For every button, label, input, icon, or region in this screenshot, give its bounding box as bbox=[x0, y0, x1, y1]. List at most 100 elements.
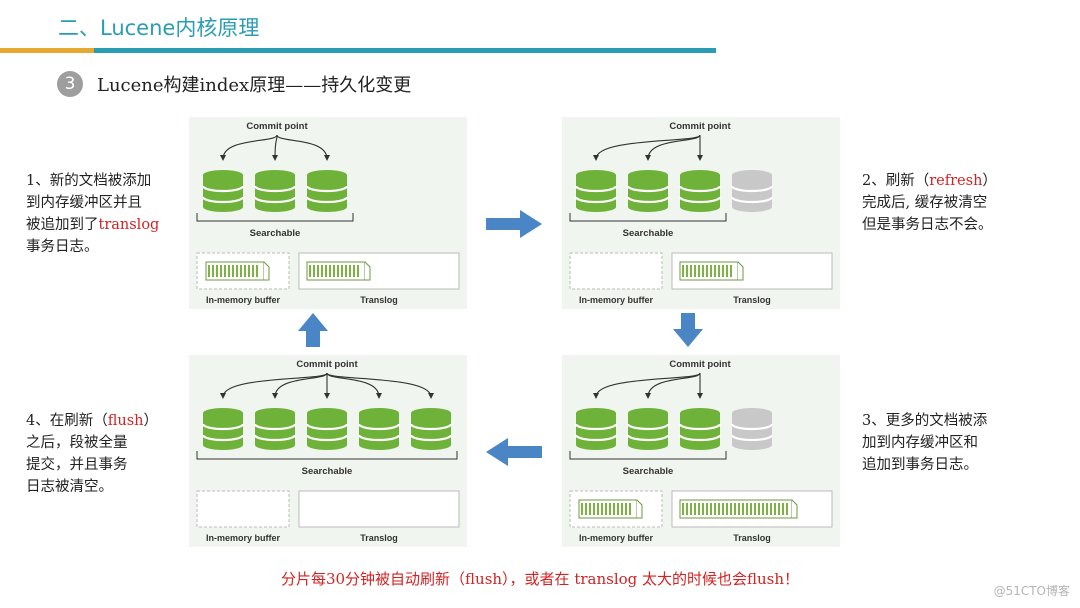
commit-arrowhead-icon bbox=[645, 155, 651, 161]
commit-arrowhead-icon bbox=[272, 393, 278, 399]
segment-searchable-icon bbox=[305, 408, 349, 450]
in-memory-buffer-label: In-memory buffer bbox=[206, 533, 281, 543]
commit-arrow bbox=[276, 134, 328, 160]
commit-arrow bbox=[647, 372, 701, 398]
commit-arrow bbox=[222, 372, 328, 398]
commit-arrow bbox=[647, 134, 701, 160]
arrow-left-icon bbox=[486, 438, 542, 466]
in-memory-buffer-box bbox=[196, 490, 290, 528]
commit-arrow bbox=[274, 134, 278, 160]
searchable-label: Searchable bbox=[302, 466, 353, 477]
step4-line1-suffix: ） bbox=[143, 413, 159, 429]
in-memory-buffer-label: In-memory buffer bbox=[206, 295, 281, 305]
segment-searchable-icon bbox=[626, 408, 670, 450]
step4-line4: 日志被清空。 bbox=[26, 479, 113, 495]
in-memory-buffer-box bbox=[569, 252, 663, 290]
searchable-bracket bbox=[196, 451, 458, 460]
header-underline-bar bbox=[94, 48, 716, 53]
step4-description: 4、在刷新（flush） 之后，段被全量 提交，并且事务 日志被清空。 bbox=[26, 410, 158, 498]
translog-box bbox=[298, 490, 460, 528]
segment-searchable-icon bbox=[357, 408, 401, 450]
step2-line2: 完成后, 缓存被清空 bbox=[862, 195, 988, 211]
translog-document-icon bbox=[679, 499, 798, 519]
step-number-badge: 3 bbox=[57, 71, 83, 97]
step4-line1-prefix: 4、在刷新（ bbox=[26, 413, 108, 429]
segment-searchable-icon bbox=[409, 408, 453, 450]
step2-line3: 但是事务日志不会。 bbox=[862, 217, 993, 233]
watermark: @51CTO博客 bbox=[993, 584, 1070, 598]
buffer-document-icon bbox=[205, 261, 270, 281]
searchable-bracket bbox=[196, 213, 354, 222]
segment-searchable-icon bbox=[626, 170, 670, 212]
step1-line2: 到内存缓冲区并且 bbox=[26, 195, 142, 211]
step1-line4: 事务日志。 bbox=[26, 239, 99, 255]
commit-arrowhead-icon bbox=[376, 393, 382, 399]
commit-point-label: Commit point bbox=[296, 359, 358, 370]
commit-point-label: Commit point bbox=[669, 121, 731, 132]
commit-arrowhead-icon bbox=[324, 393, 330, 399]
segment-searchable-icon bbox=[574, 170, 618, 212]
step3-line3: 追加到事务日志。 bbox=[862, 457, 978, 473]
translog-label: Translog bbox=[360, 533, 398, 543]
arrow-up-icon bbox=[298, 313, 328, 347]
buffer-document-icon bbox=[578, 499, 643, 519]
step3-description: 3、更多的文档被添 加到内存缓冲区和 追加到事务日志。 bbox=[862, 410, 987, 476]
commit-arrowhead-icon bbox=[593, 155, 599, 161]
step2-refresh-term: refresh bbox=[929, 173, 983, 189]
commit-arrowhead-icon bbox=[220, 155, 226, 161]
translog-label: Translog bbox=[360, 295, 398, 305]
arrow-down-icon bbox=[673, 313, 703, 347]
segment-searchable-icon bbox=[201, 170, 245, 212]
step4-line2: 之后，段被全量 bbox=[26, 435, 128, 451]
commit-point-label: Commit point bbox=[669, 359, 731, 370]
step1-line3-text: 被追加到了 bbox=[26, 217, 99, 233]
section-subtitle: Lucene构建index原理——持久化变更 bbox=[97, 75, 412, 96]
commit-arrowhead-icon bbox=[220, 393, 226, 399]
commit-arrow bbox=[274, 372, 328, 398]
commit-arrowhead-icon bbox=[428, 393, 434, 399]
translog-document-icon bbox=[306, 261, 371, 281]
commit-arrow bbox=[222, 134, 278, 160]
step2-line1: 2、刷新（refresh） bbox=[862, 170, 997, 192]
segment-pending-icon bbox=[730, 408, 774, 450]
translog-label: Translog bbox=[733, 295, 771, 305]
step2-line1-prefix: 2、刷新（ bbox=[862, 173, 930, 189]
slide-title: 二、Lucene内核原理 bbox=[58, 16, 260, 40]
segment-searchable-icon bbox=[201, 408, 245, 450]
header-accent-bar bbox=[0, 48, 94, 53]
step4-line3: 提交，并且事务 bbox=[26, 457, 128, 473]
commit-point-label: Commit point bbox=[246, 121, 308, 132]
searchable-label: Searchable bbox=[250, 228, 301, 239]
step2-description: 2、刷新（refresh） 完成后, 缓存被清空 但是事务日志不会。 bbox=[862, 170, 997, 236]
arrow-right-icon bbox=[486, 210, 542, 238]
footer-note: 分片每30分钟被自动刷新（flush），或者在 translog 太大的时候也会… bbox=[280, 570, 800, 588]
searchable-bracket bbox=[569, 213, 727, 222]
in-memory-buffer-label: In-memory buffer bbox=[579, 295, 654, 305]
step3-line1: 3、更多的文档被添 bbox=[862, 413, 988, 429]
commit-arrow bbox=[326, 372, 380, 398]
step1-line1: 1、新的文档被添加 bbox=[26, 173, 152, 189]
searchable-bracket bbox=[569, 451, 727, 460]
commit-arrow bbox=[595, 134, 701, 160]
segment-searchable-icon bbox=[574, 408, 618, 450]
searchable-label: Searchable bbox=[623, 228, 674, 239]
commit-arrow bbox=[595, 372, 701, 398]
translog-document-icon bbox=[679, 261, 744, 281]
segment-searchable-icon bbox=[305, 170, 349, 212]
commit-arrowhead-icon bbox=[697, 393, 703, 399]
translog-label: Translog bbox=[733, 533, 771, 543]
step2-line1-suffix: ） bbox=[982, 173, 997, 189]
step1-description: 1、新的文档被添加 到内存缓冲区并且 被追加到了translog 事务日志。 bbox=[26, 170, 159, 258]
commit-arrowhead-icon bbox=[593, 393, 599, 399]
step4-flush-term: flush bbox=[107, 413, 144, 429]
searchable-label: Searchable bbox=[623, 466, 674, 477]
commit-arrowhead-icon bbox=[324, 155, 330, 161]
commit-arrowhead-icon bbox=[272, 155, 278, 161]
